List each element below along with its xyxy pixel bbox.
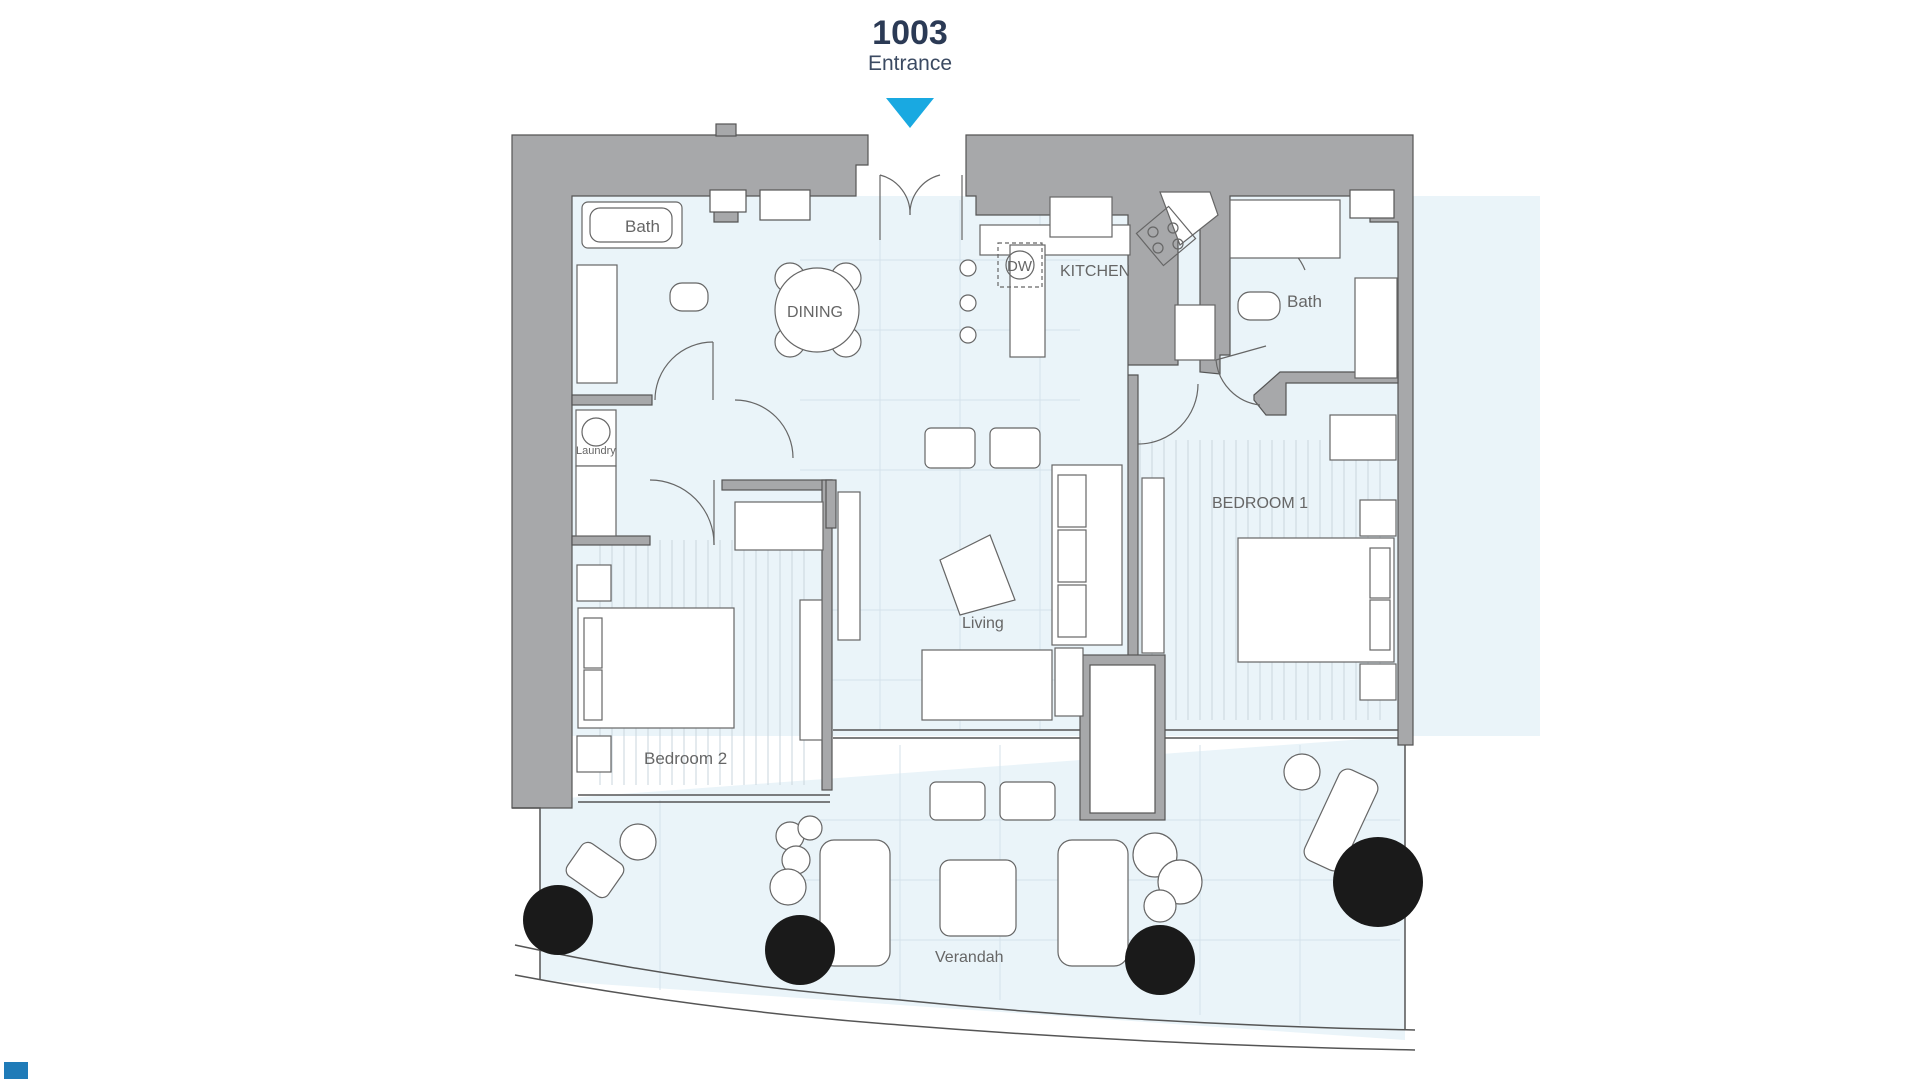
bedroom-1-furniture [1141,477,1397,701]
bedroom-1-label: BEDROOM 1 [1212,495,1308,512]
dishwasher-icon [997,242,1043,288]
living-furniture [921,427,1123,721]
wardrobes [734,414,1397,551]
plant-icon [523,837,1423,995]
verandah-furniture [565,753,1379,967]
corner-badge [4,1062,28,1079]
dining-table [774,262,862,358]
bedroom-2-label: Bedroom 2 [644,749,727,768]
kitchen-label: KITCHEN [1060,263,1130,280]
verandah-label: Verandah [935,949,1004,966]
bar-stools [959,259,977,344]
stove-icon [1135,205,1197,267]
doors [649,174,1306,546]
laundry-label: Laundry [576,445,616,457]
unit-number: 1003 [872,14,948,52]
entrance-label: Entrance [867,52,953,75]
bath-left-label: Bath [625,217,660,236]
bath-right-fixtures [1229,199,1398,379]
bath-right-label: Bath [1287,292,1322,311]
kitchen-counter [979,191,1219,361]
living-label: Living [962,615,1004,632]
bedroom-2-furniture [576,491,861,773]
window-lines [578,729,1398,803]
dining-label: DINING [787,304,843,321]
dishwasher-label: DW [1007,258,1033,275]
laundry-unit [575,409,617,537]
entrance-arrow-icon [886,98,934,128]
bath-left-fixtures [576,201,709,384]
wall-details [709,189,1395,814]
